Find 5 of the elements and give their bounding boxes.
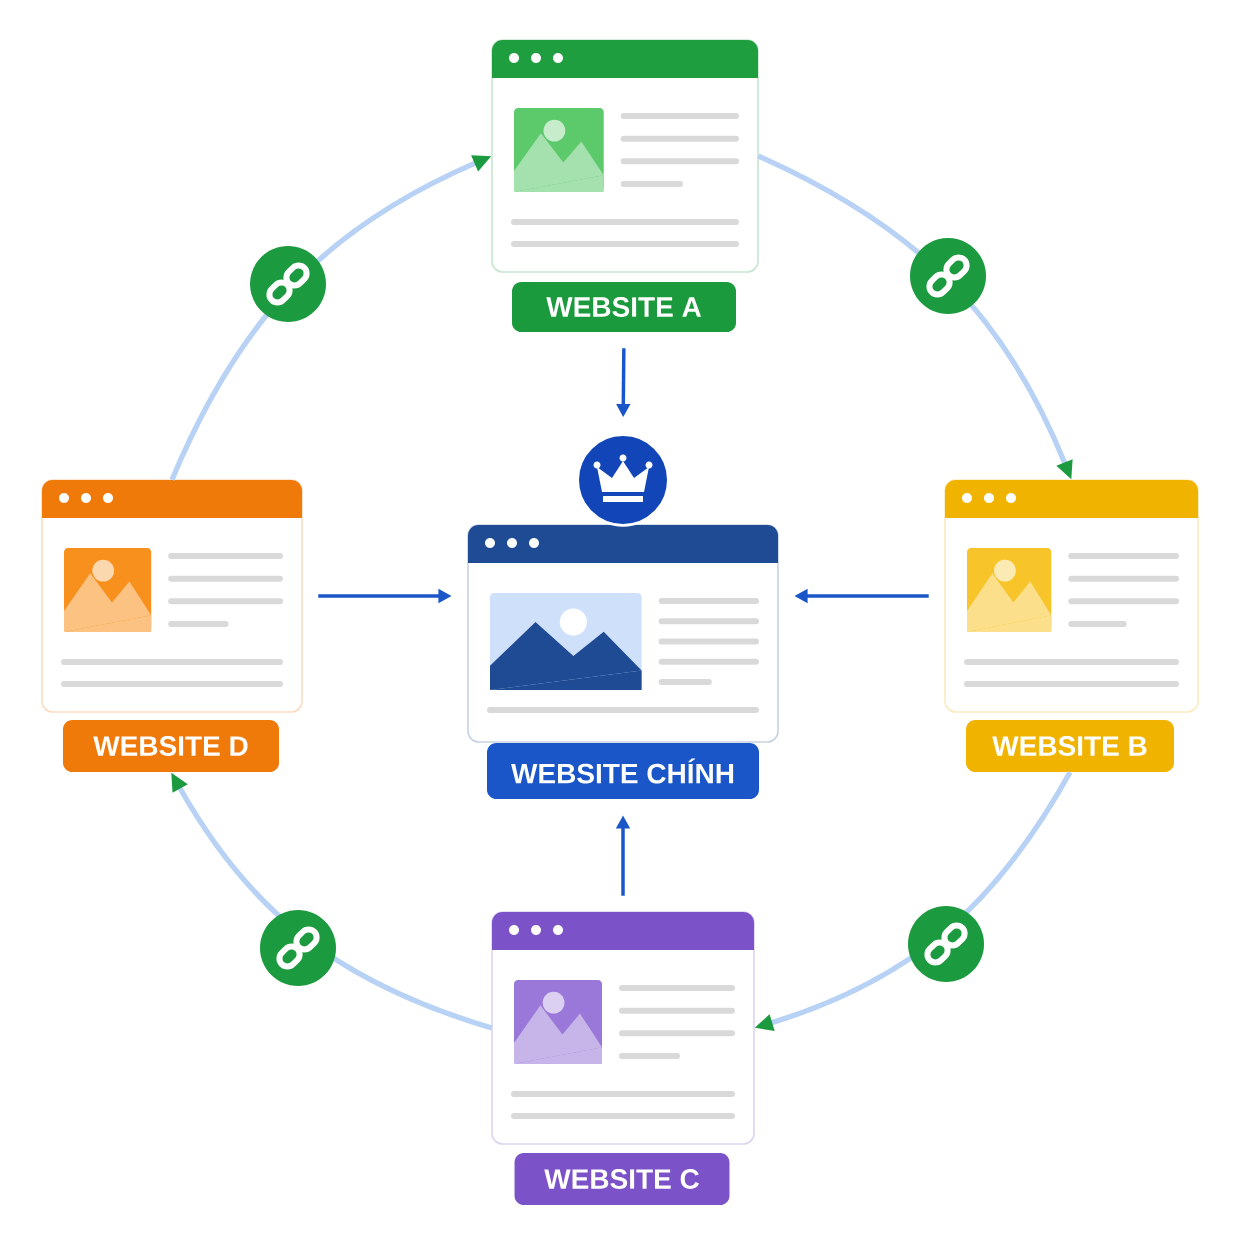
website-label: WEBSITE A xyxy=(512,282,736,332)
website-label: WEBSITE C xyxy=(514,1153,730,1205)
website-label: WEBSITE B xyxy=(966,720,1174,772)
website-label: WEBSITE CHÍNH xyxy=(487,743,759,799)
website-label: WEBSITE D xyxy=(63,720,279,772)
